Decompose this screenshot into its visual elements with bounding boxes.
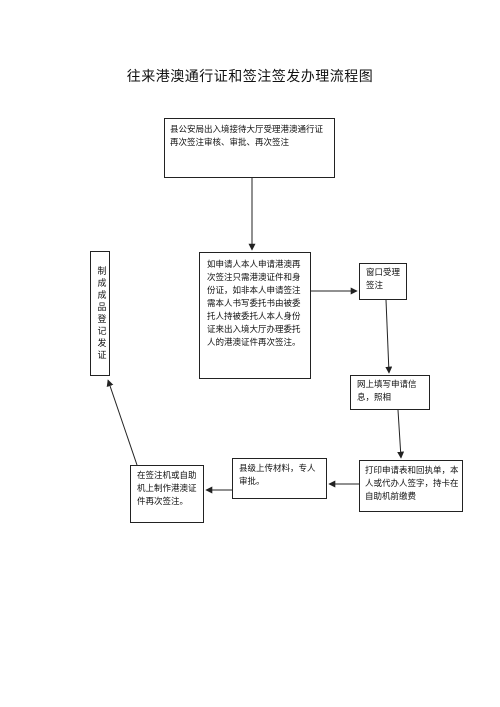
print-form-text: 打印申请表和回执单，本人或代办人签字，持卡在自助机前缴费 bbox=[365, 466, 459, 502]
print-form-box: 打印申请表和回执单，本人或代办人签字，持卡在自助机前缴费 bbox=[359, 460, 463, 512]
window-text: 窗口受理签注 bbox=[366, 268, 401, 291]
arrow-window-to-online bbox=[385, 299, 393, 374]
issue-box: 制成成品登记发证 bbox=[90, 251, 110, 376]
page-title: 往来港澳通行证和签注签发办理流程图 bbox=[126, 69, 374, 85]
county-upload-box: 县级上传材料，专人审批。 bbox=[232, 458, 327, 499]
arrow-online-to-print bbox=[397, 409, 405, 459]
apply-condition-text: 如申请人本人申请港澳再次签注只需港澳证件和身份证，如非本人申请签注需本人书写委托… bbox=[207, 260, 301, 348]
online-form-text: 网上填写申请信息，照相 bbox=[357, 380, 417, 403]
window-box: 窗口受理签注 bbox=[359, 263, 407, 300]
online-form-box: 网上填写申请信息，照相 bbox=[350, 375, 430, 410]
apply-condition-box: 如申请人本人申请港澳再次签注只需港澳证件和身份证，如非本人申请签注需本人书写委托… bbox=[199, 252, 311, 379]
machine-print-text: 在签注机或自助机上制作港澳证件再次签注。 bbox=[137, 471, 197, 507]
machine-print-box: 在签注机或自助机上制作港澳证件再次签注。 bbox=[130, 465, 204, 523]
arrow-machine-to-issue bbox=[106, 379, 138, 466]
bureau-box: 县公安局出入境接待大厅受理港澳通行证再次签注审核、审批、再次签注 bbox=[164, 118, 335, 178]
issue-text: 制成成品登记发证 bbox=[95, 265, 106, 362]
bureau-text: 县公安局出入境接待大厅受理港澳通行证再次签注审核、审批、再次签注 bbox=[170, 125, 324, 148]
county-upload-text: 县级上传材料，专人审批。 bbox=[239, 464, 316, 487]
